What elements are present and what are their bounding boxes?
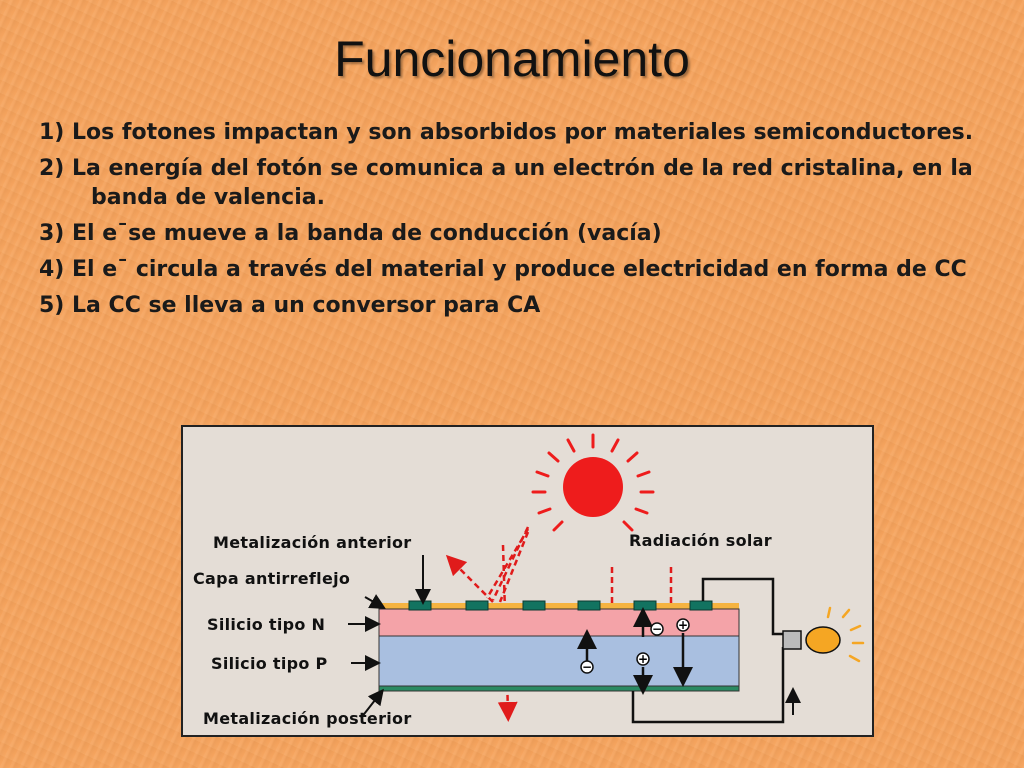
step-3: 3) El e¯se mueve a la banda de conducció… [39,221,662,246]
back-contact [378,685,740,692]
label-arrows [348,555,431,719]
charges: − − + + [577,607,693,695]
sun-icon [563,457,623,517]
svg-text:−: − [582,660,592,674]
front-contacts [408,600,713,611]
reflected-ray-out [445,554,494,603]
step-2: 2) La energía del fotón se comunica a un… [39,156,973,210]
label-radiacion-solar: Radiación solar [629,531,772,550]
solar-cell-diagram: − − + + [181,425,874,737]
layer-p [378,635,740,687]
label-silicio-p: Silicio tipo P [211,654,328,673]
svg-text:−: − [652,622,662,636]
antireflective-layer [379,603,739,609]
solar-cell-svg: − − + + [348,433,865,724]
step-5: 5) La CC se lleva a un conversor para CA [39,293,541,318]
label-silicio-n: Silicio tipo N [207,615,326,634]
lightbulb-icon [782,606,865,663]
step-4: 4) El e¯ circula a través del material y… [39,257,967,282]
label-metalizacion-anterior: Metalización anterior [213,533,412,552]
sun-rays [531,433,655,532]
step-1: 1) Los fotones impactan y son absorbidos… [39,120,974,145]
label-metalizacion-posterior: Metalización posterior [203,709,412,728]
external-circuit [631,577,785,724]
svg-text:+: + [638,652,648,666]
svg-text:+: + [678,618,688,632]
steps-list: 1) Los fotones impactan y son absorbidos… [39,118,979,327]
label-capa-antirreflejo: Capa antirreflejo [193,569,351,588]
slide-title: Funcionamiento [334,31,690,87]
reflected-ray [485,528,530,599]
